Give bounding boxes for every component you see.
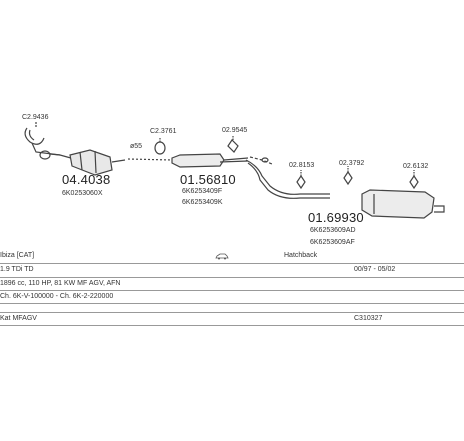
- date-range-cell: 00/97 - 05/02: [354, 266, 396, 273]
- small-pipe-part: [249, 156, 273, 165]
- engine-cell: 1.9 TDi TD: [0, 266, 34, 273]
- clamp-mid-label: C2.3761: [150, 128, 177, 135]
- kit-label-cell: Kat MFAGV: [0, 315, 37, 322]
- catalyst-number: 04.4038: [62, 172, 111, 187]
- hanger-3-label: 02.6132: [403, 163, 429, 170]
- hanger-1-label: 02.8153: [289, 162, 315, 169]
- hanger-1-part: [296, 170, 306, 190]
- engine-spec-cell: 1896 cc, 110 HP, 81 KW MF AGV, AFN: [0, 280, 121, 287]
- center-silencer-part: [171, 153, 249, 168]
- connection-dash: [127, 158, 173, 161]
- front-pipe-part: [31, 142, 79, 161]
- center-oem-2: 6K6253409K: [182, 199, 223, 206]
- rear-pipe-part: [245, 159, 330, 199]
- table-row: Kat MFAGV C310327: [0, 312, 464, 326]
- hanger-2-part: [343, 166, 353, 186]
- middle-clamp-part: [154, 137, 166, 155]
- bracket-mid-label: 02.9545: [222, 127, 248, 134]
- center-oem-1: 6K6253409F: [182, 188, 223, 195]
- rear-oem-2: 6K6253609AF: [310, 239, 355, 246]
- rear-silencer-part: [361, 189, 445, 219]
- table-row: 1896 cc, 110 HP, 81 KW MF AGV, AFN: [0, 278, 464, 291]
- rear-oem-1: 6K6253609AD: [310, 227, 356, 234]
- kit-code-cell: C310327: [354, 315, 383, 322]
- hanger-3-part: [409, 170, 419, 190]
- diameter-label: ø55: [130, 143, 143, 150]
- car-icon: [215, 253, 229, 260]
- body-type-cell: Hatchback: [284, 252, 318, 259]
- front-clamp-part: [24, 127, 45, 145]
- bracket-part: [227, 135, 239, 153]
- center-silencer-number: 01.56810: [180, 172, 236, 187]
- rear-silencer-number: 01.69930: [308, 210, 364, 225]
- catalyst-oem: 6K0253060X: [62, 190, 103, 197]
- exhaust-diagram: [24, 122, 445, 219]
- model-cell: Ibiza [CAT]: [0, 252, 35, 259]
- table-row: Ibiza [CAT] Hatchback: [0, 250, 464, 264]
- hanger-2-label: 02.3792: [339, 160, 365, 167]
- table-row: 1.9 TDi TD 00/97 - 05/02: [0, 264, 464, 278]
- catalyst-part: [69, 149, 126, 176]
- chassis-range-cell: Ch. 6K-V-100000 - Ch. 6K-2-220000: [0, 293, 114, 300]
- clamp-left-label: C2.9436: [22, 114, 49, 121]
- table-row: Ch. 6K-V-100000 - Ch. 6K-2-220000: [0, 291, 464, 304]
